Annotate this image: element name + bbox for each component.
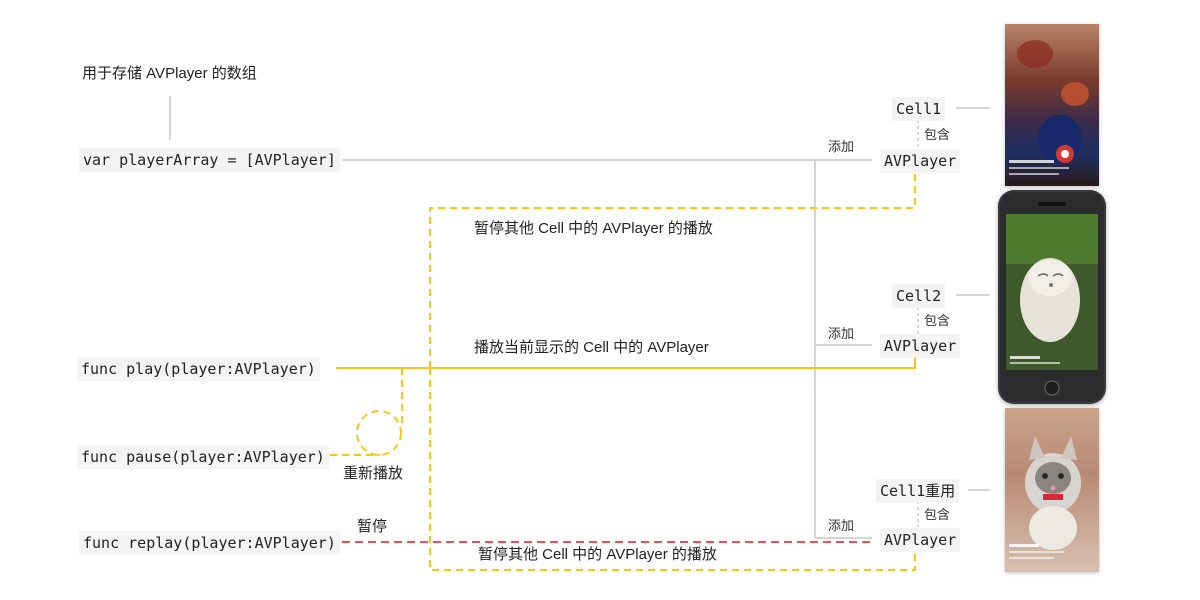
- play-current-label: 播放当前显示的 Cell 中的 AVPlayer: [474, 339, 709, 356]
- cell3-add: 添加: [828, 518, 855, 533]
- func-replay: func replay(player:AVPlayer): [79, 531, 340, 555]
- func-play: func play(player:AVPlayer): [77, 357, 320, 381]
- cell2-add: 添加: [828, 326, 855, 341]
- cell1-screenshot: [1005, 24, 1099, 186]
- replay-label: 重新播放: [343, 465, 404, 482]
- cell3-screenshot: [1005, 408, 1099, 572]
- cell3-contains: 包含: [924, 507, 951, 522]
- cell1-contains: 包含: [924, 127, 951, 142]
- func-pause: func pause(player:AVPlayer): [77, 445, 329, 469]
- cell1-add: 添加: [828, 139, 855, 154]
- cell2-player: AVPlayer: [880, 334, 961, 358]
- cell3-name: Cell1重用: [876, 479, 960, 503]
- replay-loop-icon: [356, 410, 402, 456]
- pause-others-bottom-path: [429, 368, 916, 571]
- cell2-contains: 包含: [924, 313, 951, 328]
- array-caption: 用于存储 AVPlayer 的数组: [82, 65, 257, 82]
- cell1-player: AVPlayer: [880, 149, 961, 173]
- pause-label: 暂停: [357, 518, 388, 535]
- cell3-player: AVPlayer: [880, 528, 961, 552]
- pause-others-top-path: [429, 171, 916, 368]
- pause-others-top-label: 暂停其他 Cell 中的 AVPlayer 的播放: [474, 220, 713, 237]
- cell1-name: Cell1: [892, 97, 946, 121]
- pause-others-bottom-label: 暂停其他 Cell 中的 AVPlayer 的播放: [478, 546, 717, 563]
- cell2-phone: [998, 190, 1106, 404]
- cell2-name: Cell2: [892, 284, 946, 308]
- array-code: var playerArray = [AVPlayer]: [79, 148, 340, 172]
- play-line: [336, 355, 916, 369]
